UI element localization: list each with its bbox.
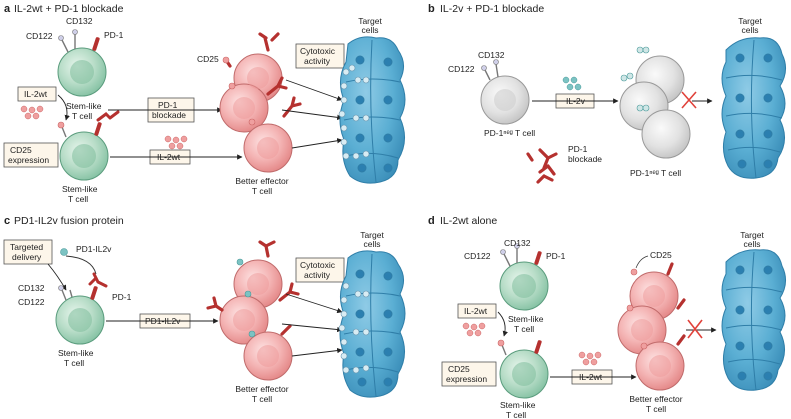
effector-t-cell — [617, 271, 685, 391]
stem-like-t-cell — [499, 261, 549, 311]
effector-t-cell — [219, 259, 293, 381]
target-cells — [338, 36, 406, 184]
panel-letter: d — [428, 215, 435, 227]
pd1-blockade-antibodies — [526, 148, 558, 184]
cd122-label: CD122 — [448, 64, 475, 74]
il2-particles — [462, 322, 486, 337]
cd122-label: CD122 — [464, 251, 491, 261]
inhibition-cross — [681, 91, 697, 109]
target-cells — [721, 37, 786, 179]
cd132-label: CD132 — [478, 50, 505, 60]
pd1-negative-label: PD-1ⁿᵉᵍ T cell — [630, 168, 681, 178]
pd1-label: PD-1 — [546, 251, 566, 261]
inhibition-cross — [687, 319, 703, 339]
svg-text:IL-2wt: IL-2wt — [464, 306, 488, 316]
il2wt-box: IL-2wt — [17, 86, 57, 102]
cd122-label: CD122 — [18, 297, 45, 307]
cd132-label: CD132 — [66, 16, 93, 26]
il2-particles — [20, 105, 44, 120]
svg-text:IL-2wt: IL-2wt — [24, 89, 48, 99]
il2v-particles — [562, 76, 582, 91]
panel-letter: b — [428, 3, 435, 15]
target-cells — [721, 249, 786, 391]
panel-title: PD1-IL2v fusion protein — [14, 215, 124, 227]
cd25-label: CD25 — [650, 250, 672, 260]
cd25-label: CD25 — [197, 54, 219, 64]
pd1-negative-t-cell — [480, 75, 530, 125]
pd1-negative-label: PD-1ⁿᵉᵍ T cell — [484, 128, 535, 138]
panel-title: IL-2v + PD-1 blockade — [440, 3, 544, 15]
stem-like-t-cell — [55, 295, 105, 345]
il2wt-box: IL-2wt — [457, 303, 497, 319]
panel-letter: a — [4, 3, 11, 15]
panel-title: IL-2wt alone — [440, 215, 497, 227]
panel-a: a IL-2wt + PD-1 blockade CD122 CD132 PD-… — [3, 3, 406, 204]
panel-letter: c — [4, 215, 10, 227]
panel-b: b IL-2v + PD-1 blockade CD132 CD122 PD-1… — [428, 3, 786, 184]
cd132-label: CD132 — [18, 283, 45, 293]
target-cells — [338, 250, 406, 398]
panel-title: IL-2wt + PD-1 blockade — [14, 3, 124, 15]
pd1-il2v-label: PD1-IL2v — [76, 244, 112, 254]
stem-like-t-cell — [499, 349, 549, 399]
stem-like-t-cell — [57, 47, 107, 97]
effector-t-cell — [219, 53, 293, 173]
il2-particles — [578, 351, 602, 366]
stem-like-t-cell — [59, 131, 109, 181]
panel-d: d IL-2wt alone CD132 CD122 PD-1 IL-2wt S… — [428, 215, 786, 419]
cd132-label: CD132 — [504, 238, 531, 248]
il2-particles — [164, 135, 188, 150]
cd122-label: CD122 — [26, 31, 53, 41]
pd1-negative-t-cell — [619, 55, 691, 159]
pd1-label: PD-1 — [104, 30, 124, 40]
pd1-label: PD-1 — [112, 292, 132, 302]
